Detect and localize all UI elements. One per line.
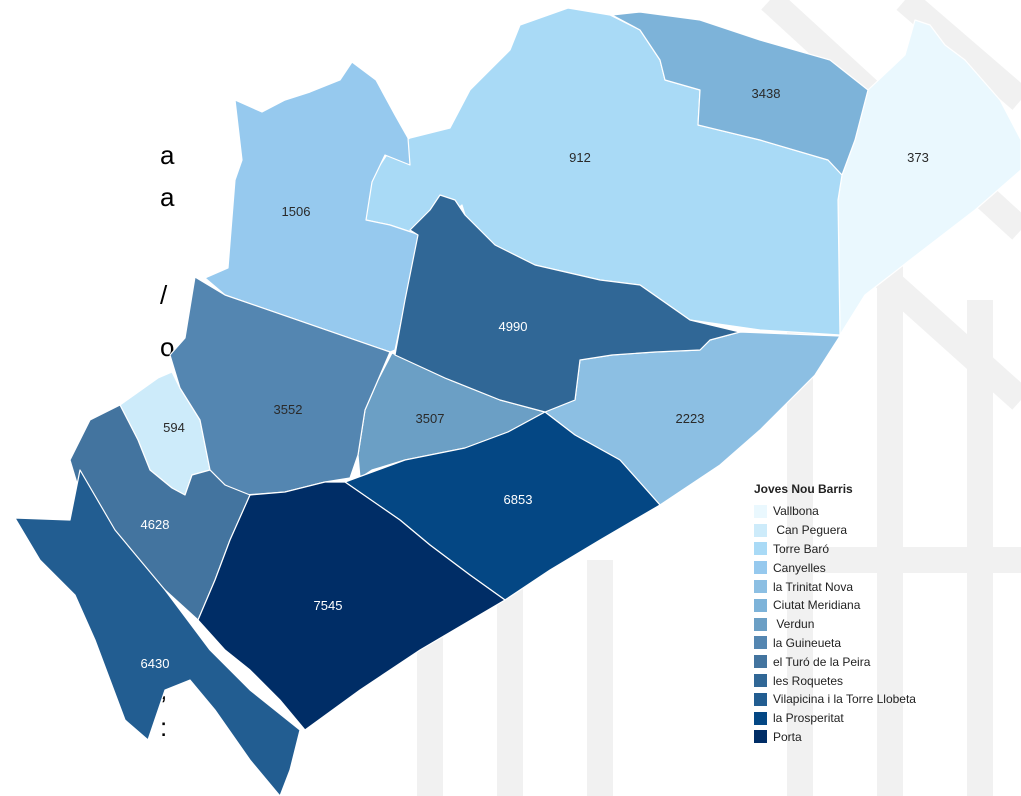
- legend-swatch: [754, 655, 767, 669]
- legend-swatch: [754, 617, 767, 631]
- legend-label: Porta: [773, 729, 802, 744]
- legend-item-verdun: Verdun: [754, 615, 1014, 634]
- legend-item-guineueta: la Guineueta: [754, 634, 1014, 653]
- legend-label: la Guineueta: [773, 635, 842, 650]
- district-value-label: 1506: [282, 204, 311, 219]
- text-fragment: /: [160, 280, 168, 310]
- text-fragment: a: [160, 182, 175, 212]
- legend-swatch: [754, 542, 767, 556]
- district-value-label: 912: [569, 150, 591, 165]
- legend-label: Vilapicina i la Torre Llobeta: [773, 692, 916, 707]
- legend-item-vallbona: Vallbona: [754, 502, 1014, 521]
- legend-swatch: [754, 523, 767, 537]
- legend-swatch: [754, 674, 767, 688]
- district-value-label: 3507: [416, 411, 445, 426]
- legend-swatch: [754, 504, 767, 518]
- legend-item-porta: Porta: [754, 728, 1014, 747]
- legend-label: la Prosperitat: [773, 711, 844, 726]
- legend-swatch: [754, 730, 767, 744]
- district-roquetes[interactable]: [394, 194, 741, 413]
- legend-item-vilapicina: Vilapicina i la Torre Llobeta: [754, 690, 1014, 709]
- district-value-label: 594: [163, 420, 185, 435]
- legend-item-can-peguera: Can Peguera: [754, 521, 1014, 540]
- district-value-label: 3552: [274, 402, 303, 417]
- legend-item-trinitat-nova: la Trinitat Nova: [754, 577, 1014, 596]
- legend-label: Can Peguera: [773, 523, 848, 538]
- legend-swatch: [754, 692, 767, 706]
- legend-swatch: [754, 580, 767, 594]
- legend-label: Ciutat Meridiana: [773, 598, 861, 613]
- legend-title: Joves Nou Barris: [754, 482, 853, 496]
- legend-label: el Turó de la Peira: [773, 654, 871, 669]
- legend-label: Canyelles: [773, 560, 826, 575]
- district-ciutat-meridiana[interactable]: [611, 11, 869, 176]
- legend-item-torre-baro: Torre Baró: [754, 540, 1014, 559]
- district-value-label: 6853: [504, 492, 533, 507]
- legend-item-ciutat-meridiana: Ciutat Meridiana: [754, 596, 1014, 615]
- district-canyelles[interactable]: [204, 61, 421, 353]
- district-vilapicina[interactable]: [14, 469, 301, 796]
- legend-item-roquetes: les Roquetes: [754, 671, 1014, 690]
- text-fragment: a: [160, 140, 175, 170]
- legend-label: Vallbona: [773, 504, 819, 519]
- district-value-label: 4990: [499, 319, 528, 334]
- legend-swatch: [754, 561, 767, 575]
- district-porta[interactable]: [197, 481, 506, 731]
- district-value-label: 4628: [141, 517, 170, 532]
- legend-item-turo-peira: el Turó de la Peira: [754, 652, 1014, 671]
- text-fragment: :: [160, 712, 168, 742]
- legend-label: Verdun: [773, 617, 815, 632]
- legend-label: Torre Baró: [773, 541, 830, 556]
- legend-swatch: [754, 598, 767, 612]
- district-value-label: 7545: [314, 598, 343, 613]
- district-value-label: 6430: [141, 656, 170, 671]
- district-value-label: 3438: [752, 86, 781, 101]
- legend-label: les Roquetes: [773, 673, 844, 688]
- legend-swatch: [754, 636, 767, 650]
- legend-item-canyelles: Canyelles: [754, 558, 1014, 577]
- legend-label: la Trinitat Nova: [773, 579, 854, 594]
- district-vallbona[interactable]: [837, 19, 1021, 336]
- legend-swatch: [754, 711, 767, 725]
- district-value-label: 373: [907, 150, 929, 165]
- legend-item-prosperitat: la Prosperitat: [754, 709, 1014, 728]
- district-value-label: 2223: [676, 411, 705, 426]
